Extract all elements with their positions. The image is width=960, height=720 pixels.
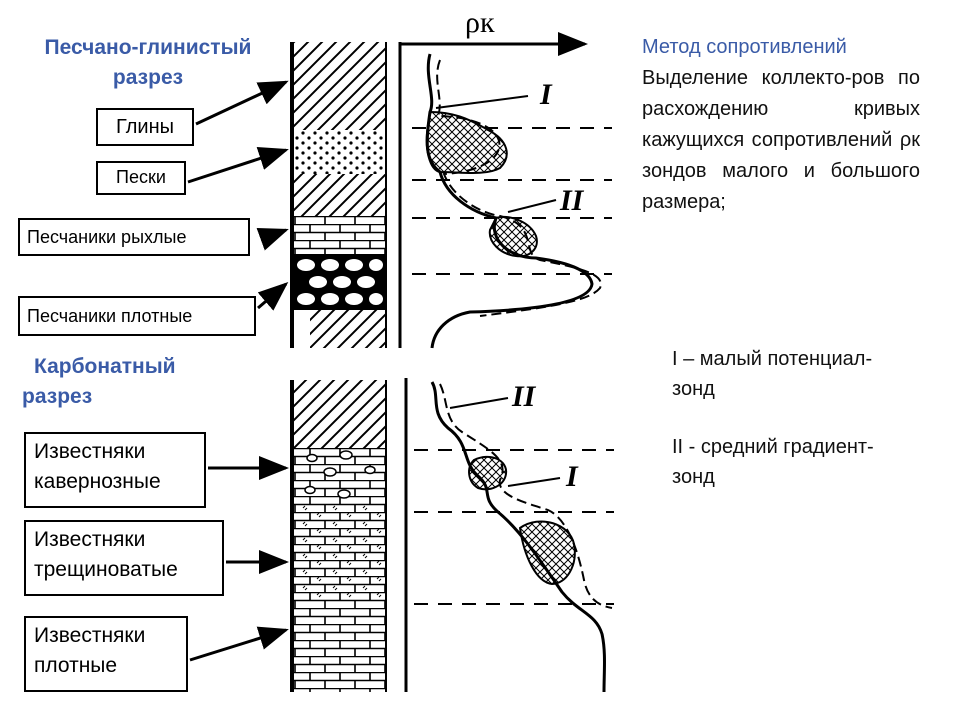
carbonate-section-title: Карбонатный разрез [22, 352, 222, 412]
sand-clay-title-line1: Песчано-глинистый [44, 36, 252, 59]
sand-clay-column [290, 42, 387, 348]
method-description: Метод сопротивлений Выделение коллекто-р… [642, 32, 920, 218]
label-sands: Пески [96, 161, 186, 195]
label-cavernous-limestones: Известняки кавернозные [24, 432, 206, 508]
method-title: Метод сопротивлений [642, 36, 847, 58]
label-dense-limestones: Известняки плотные [24, 616, 188, 692]
sand-clay-curve-label-II: II [559, 184, 585, 217]
arrow-dense-limestones [189, 626, 289, 662]
method-text: Выделение коллекто-ров по расхождению кр… [642, 67, 920, 213]
legend-item-II: II - средний градиент-зонд [672, 436, 874, 488]
carbonate-title-line2: разрез [22, 385, 93, 408]
carbonate-column [290, 380, 387, 692]
carbonate-curve-label-II: II [511, 380, 537, 413]
sand-clay-log-chart: I II ρк [398, 6, 612, 349]
arrow-clays [195, 80, 289, 126]
sand-clay-curve-label-I: I [539, 78, 553, 111]
carbonate-log-chart: II I [404, 378, 614, 693]
label-loose-sandstones: Песчаники рыхлые [18, 218, 250, 256]
sand-clay-section-title: Песчано-глинистый разрез [8, 33, 288, 93]
carbonate-title-line1: Карбонатный [34, 355, 176, 378]
arrow-sands [187, 146, 289, 184]
label-clays: Глины [96, 108, 194, 146]
label-fractured-limestones: Известняки трещиноватые [24, 520, 224, 596]
axis-label-rho-k: ρк [465, 6, 495, 39]
sand-clay-title-line2: разрез [112, 66, 184, 89]
arrow-dense-sandstones [257, 282, 289, 311]
carbonate-curve-label-I: I [565, 460, 579, 493]
label-dense-sandstones: Песчаники плотные [18, 296, 256, 336]
arrow-loose-sandstones [256, 227, 289, 251]
label-arrows [187, 80, 289, 662]
legend-item-I: I – малый потенциал-зонд [672, 348, 873, 400]
